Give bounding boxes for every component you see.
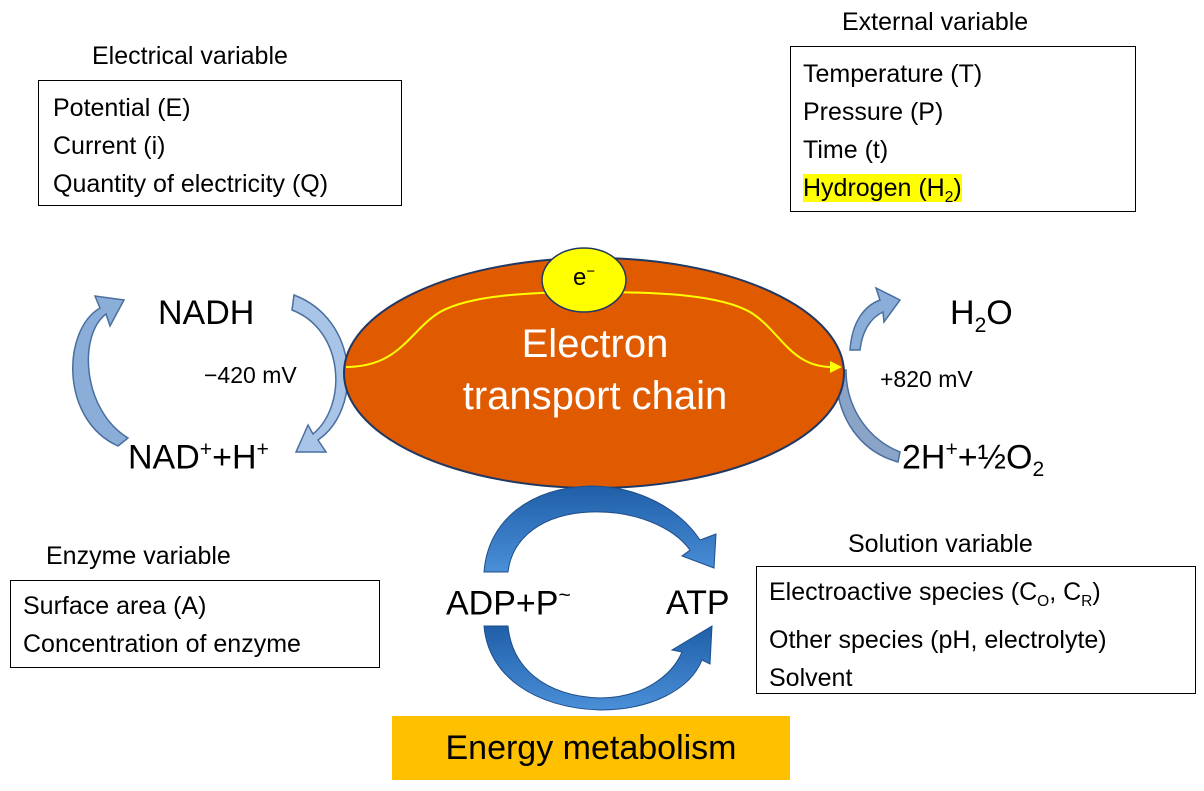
energy-metabolism-label: Energy metabolism (392, 716, 790, 780)
water-subscript: 2 (974, 313, 987, 337)
electron-letter: e (572, 264, 587, 291)
water-h: H (950, 294, 975, 332)
left-lower-curved-arrow (291, 293, 349, 453)
atp-label: ATP (666, 584, 730, 622)
h-text: +H (212, 438, 257, 477)
electrical-variable-title: Electrical variable (92, 42, 288, 70)
electroactive-suffix: ) (1092, 578, 1101, 606)
hydrogen-subscript: 2 (944, 189, 954, 206)
electroactive-mid: , C (1049, 578, 1082, 606)
reduced-subscript: R (1081, 593, 1093, 610)
phosphate-tilde: ~ (558, 584, 571, 607)
protons-superscript: + (945, 438, 958, 461)
electron-charge: − (586, 264, 596, 280)
nad-plus-label: NAD++H+ (128, 438, 269, 477)
electrical-item-potential: Potential (E) (53, 94, 191, 122)
atp-cycle-lower-arrow (483, 625, 713, 711)
hydrogen-suffix: ) (953, 174, 962, 202)
electron-transport-chain-label: Electron transport chain (420, 318, 770, 422)
left-upper-curved-arrow (72, 295, 130, 447)
right-upper-curved-arrow (849, 286, 902, 351)
right-potential-label: +820 mV (880, 366, 973, 392)
nad-superscript: + (199, 438, 213, 461)
electrical-item-quantity: Quantity of electricity (Q) (53, 170, 329, 198)
hydrogen-highlight: Hydrogen (H2) (803, 174, 962, 206)
solution-variable-title: Solution variable (848, 530, 1033, 558)
electrical-item-current: Current (i) (53, 132, 166, 160)
external-item-pressure: Pressure (P) (803, 98, 944, 126)
enzyme-variable-box: Surface area (A) Concentration of enzyme (10, 580, 380, 668)
adp-text: ADP+P (446, 584, 559, 623)
electroactive-text: Electroactive species (C (769, 578, 1038, 606)
solution-item-solvent: Solvent (769, 664, 853, 692)
electron-circle (541, 247, 627, 313)
protons-text: 2H (902, 438, 946, 477)
h-superscript: + (256, 438, 269, 461)
external-variable-title: External variable (842, 8, 1029, 36)
external-item-time: Time (t) (803, 136, 889, 164)
water-o: O (986, 294, 1013, 332)
enzyme-variable-title: Enzyme variable (46, 542, 231, 570)
enzyme-item-surface-area: Surface area (A) (23, 592, 207, 620)
oxidized-subscript: O (1037, 593, 1050, 610)
water-label: H2O (950, 294, 1013, 338)
external-variable-box: Temperature (T) Pressure (P) Time (t) Hy… (790, 46, 1136, 212)
oxygen-subscript: 2 (1032, 458, 1045, 482)
oxygen-protons-label: 2H++½O2 (902, 438, 1044, 482)
external-item-temperature: Temperature (T) (803, 60, 983, 88)
external-item-hydrogen: Hydrogen (H2) (803, 169, 1135, 217)
electrical-variable-box: Potential (E) Current (i) Quantity of el… (38, 80, 402, 206)
nad-text: NAD (128, 438, 200, 477)
solution-item-electroactive: Electroactive species (CO, CR) (769, 573, 1195, 621)
solution-item-other-species: Other species (pH, electrolyte) (769, 626, 1107, 654)
electron-label: e− (554, 264, 614, 292)
electron-path-arrowhead (830, 361, 842, 373)
enzyme-item-concentration: Concentration of enzyme (23, 630, 301, 658)
oxygen-text: +½O (957, 438, 1033, 477)
hydrogen-text: Hydrogen (H (803, 174, 945, 202)
nadh-label: NADH (158, 294, 255, 332)
left-potential-label: −420 mV (204, 362, 297, 388)
adp-label: ADP+P~ (446, 584, 571, 623)
atp-cycle-upper-arrow (483, 485, 717, 573)
etc-line-1: Electron (521, 322, 669, 366)
etc-line-2: transport chain (462, 374, 728, 418)
solution-variable-box: Electroactive species (CO, CR) Other spe… (756, 566, 1196, 694)
